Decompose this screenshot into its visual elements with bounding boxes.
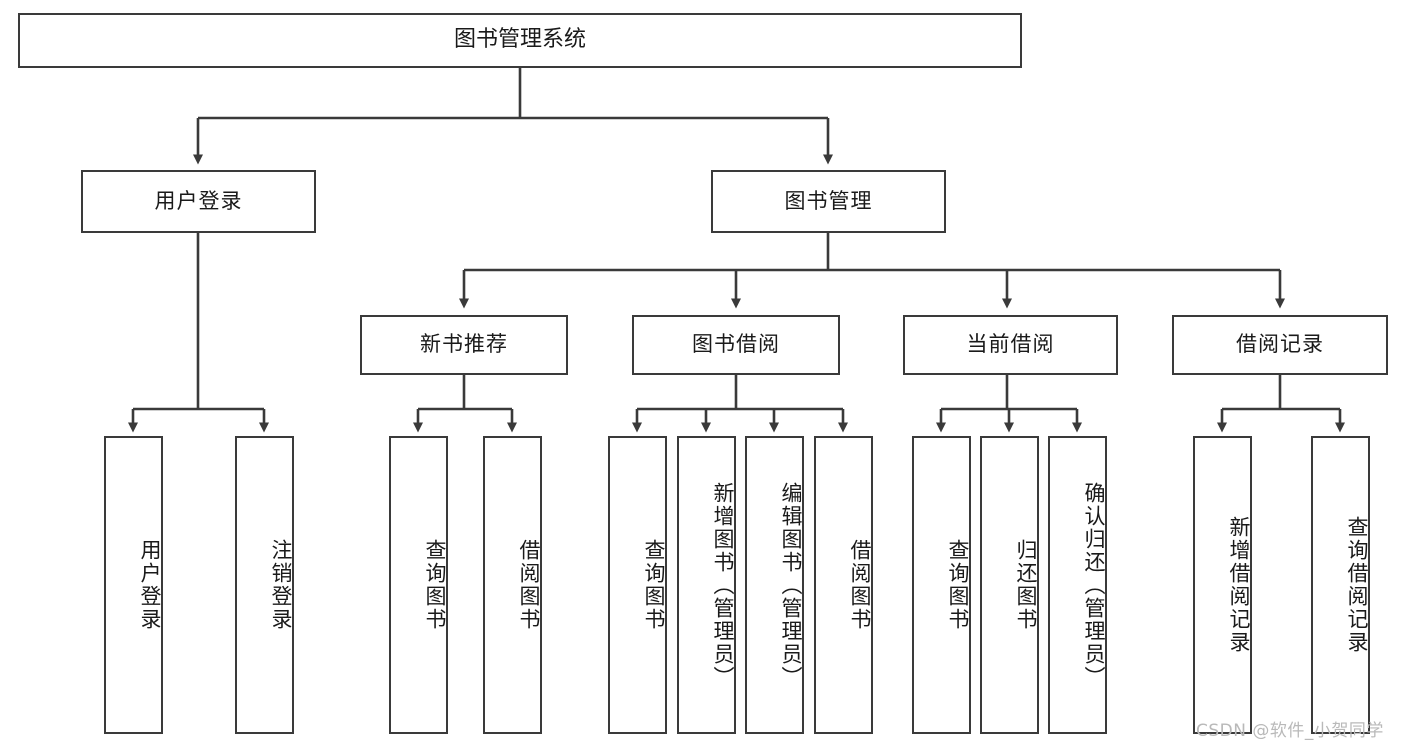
node-book-borrow[interactable]: 图书借阅 xyxy=(632,315,840,375)
node-label: 确认归还（管理员） xyxy=(1082,481,1106,689)
node-label: 新增图书（管理员） xyxy=(711,481,735,689)
node-leaf-return-book[interactable]: 归还图书 xyxy=(980,436,1039,734)
node-leaf-edit-book-admin[interactable]: 编辑图书（管理员） xyxy=(745,436,804,734)
node-label: 新增借阅记录 xyxy=(1227,516,1251,654)
node-label: 新书推荐 xyxy=(420,332,508,357)
node-label: 借阅图书 xyxy=(848,539,872,631)
node-label: 借阅图书 xyxy=(517,539,541,631)
node-leaf-query-borrow-record[interactable]: 查询借阅记录 xyxy=(1311,436,1370,734)
node-leaf-user-logout[interactable]: 注销登录 xyxy=(235,436,294,734)
node-label: 注销登录 xyxy=(269,539,293,631)
node-label: 查询借阅记录 xyxy=(1345,516,1369,654)
node-label: 图书管理 xyxy=(784,188,873,213)
node-label: 当前借阅 xyxy=(966,332,1055,357)
node-book-management[interactable]: 图书管理 xyxy=(711,170,946,233)
node-leaf-borrow-book[interactable]: 借阅图书 xyxy=(814,436,873,734)
node-leaf-add-book-admin[interactable]: 新增图书（管理员） xyxy=(677,436,736,734)
node-label: 用户登录 xyxy=(138,539,162,631)
node-label: 用户登录 xyxy=(154,188,243,213)
node-label: 图书借阅 xyxy=(692,332,780,357)
csdn-watermark: CSDN @软件_小贺同学 xyxy=(1196,721,1384,741)
node-label: 图书管理系统 xyxy=(453,27,586,53)
node-label: 借阅记录 xyxy=(1236,332,1324,357)
node-label: 查询图书 xyxy=(946,539,970,631)
node-root-library-system[interactable]: 图书管理系统 xyxy=(18,13,1022,68)
node-new-book-recommend[interactable]: 新书推荐 xyxy=(360,315,568,375)
node-label: 查询图书 xyxy=(642,539,666,631)
node-label: 编辑图书（管理员） xyxy=(779,481,803,689)
node-leaf-query-book-borrow[interactable]: 查询图书 xyxy=(608,436,667,734)
node-leaf-borrow-book-recommend[interactable]: 借阅图书 xyxy=(483,436,542,734)
node-label: 查询图书 xyxy=(423,539,447,631)
node-leaf-query-book-recommend[interactable]: 查询图书 xyxy=(389,436,448,734)
node-leaf-confirm-return-admin[interactable]: 确认归还（管理员） xyxy=(1048,436,1107,734)
node-borrow-record[interactable]: 借阅记录 xyxy=(1172,315,1388,375)
node-current-borrow[interactable]: 当前借阅 xyxy=(903,315,1118,375)
node-label: 归还图书 xyxy=(1014,539,1038,631)
node-leaf-query-book-current[interactable]: 查询图书 xyxy=(912,436,971,734)
node-user-login[interactable]: 用户登录 xyxy=(81,170,316,233)
node-leaf-add-borrow-record[interactable]: 新增借阅记录 xyxy=(1193,436,1252,734)
node-leaf-user-login[interactable]: 用户登录 xyxy=(104,436,163,734)
